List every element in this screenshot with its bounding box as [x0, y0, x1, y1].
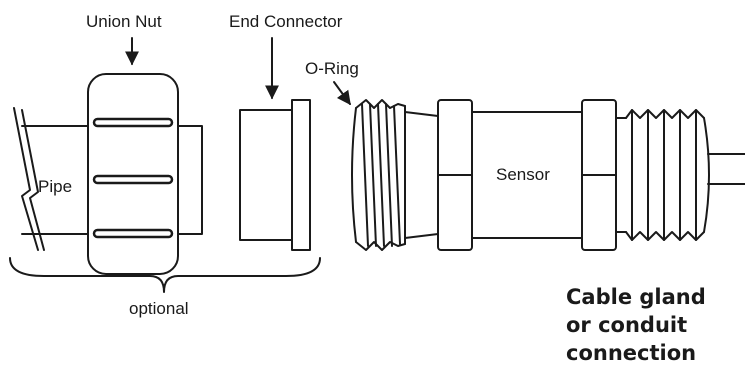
end-connector — [239, 99, 311, 251]
o-ring-label: O-Ring — [305, 59, 359, 78]
optional-brace — [9, 257, 321, 293]
union-nut — [87, 73, 179, 275]
pipe-label: Pipe — [38, 177, 72, 196]
end-connector-label: End Connector — [229, 12, 343, 31]
sensor-label: Sensor — [496, 165, 550, 184]
cable-gland-label-line-1: Cable gland — [566, 285, 706, 309]
cable-gland-label-line-2: or conduit — [566, 313, 687, 337]
rear-threads — [615, 109, 710, 241]
threaded-inlet — [351, 99, 439, 251]
optional-label: optional — [129, 299, 189, 318]
union-nut-label: Union Nut — [86, 12, 162, 31]
sensor-body — [437, 99, 617, 251]
cable — [707, 153, 745, 185]
cable-gland-label-line-3: connection — [566, 341, 696, 365]
o-ring-arrow — [333, 81, 351, 106]
